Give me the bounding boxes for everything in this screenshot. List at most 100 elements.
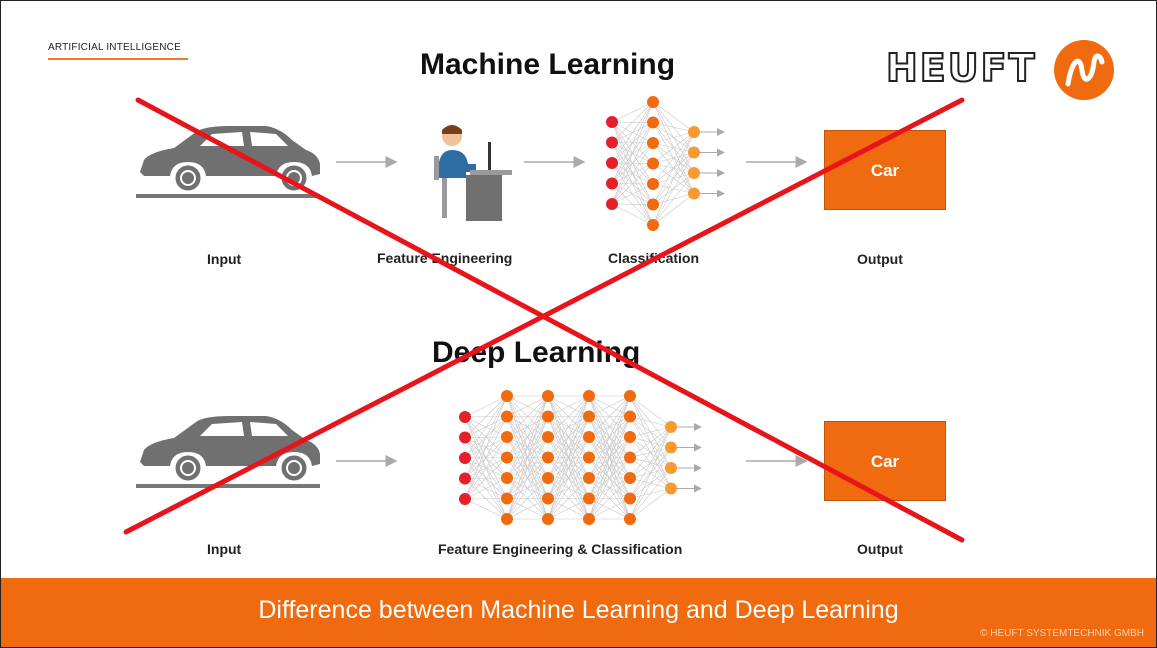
dl-connection xyxy=(464,498,508,500)
dl-connection xyxy=(547,395,590,458)
dl-connection xyxy=(506,395,549,438)
dl-connection xyxy=(506,457,549,520)
dl-node xyxy=(542,451,554,464)
dl-node xyxy=(501,390,513,402)
dl-connection xyxy=(629,426,672,499)
ml-connection xyxy=(652,101,695,133)
dl-connection xyxy=(588,395,631,417)
ml-node xyxy=(606,177,618,190)
dl-connection xyxy=(547,395,590,438)
dl-neural-network xyxy=(459,390,702,525)
dl-connection xyxy=(547,416,590,520)
dl-connection xyxy=(506,395,549,417)
dl-node xyxy=(624,390,636,402)
dl-connection xyxy=(547,436,590,520)
machine-learning-title: Machine Learning xyxy=(420,48,676,81)
ml-input-label: Input xyxy=(207,251,242,267)
ml-node xyxy=(688,167,700,179)
dl-feature-classification-label: Feature Engineering & Classification xyxy=(438,541,683,557)
ml-connection xyxy=(652,122,695,133)
ml-connection xyxy=(611,101,654,123)
dl-node xyxy=(501,513,513,525)
footer-title: Difference between Machine Learning and … xyxy=(258,596,899,624)
dl-node xyxy=(624,451,636,464)
dl-node xyxy=(542,410,554,423)
ml-node xyxy=(647,157,659,170)
ml-connection xyxy=(611,101,654,184)
dl-connection xyxy=(588,436,631,520)
ml-connection xyxy=(652,131,695,226)
dl-connection xyxy=(506,395,549,458)
dl-connection xyxy=(506,395,549,499)
dl-connection xyxy=(506,395,549,520)
ml-node xyxy=(647,219,659,231)
dl-connection xyxy=(464,395,508,438)
dl-connection xyxy=(588,395,631,499)
dl-connection xyxy=(629,467,672,520)
dl-output-box: Car xyxy=(824,421,946,501)
dl-node xyxy=(501,451,513,464)
ml-node xyxy=(688,126,700,138)
ml-node xyxy=(647,137,659,149)
dl-node xyxy=(501,472,513,484)
dl-node xyxy=(665,482,677,495)
ml-output-label: Output xyxy=(857,251,903,267)
logo-mark-icon xyxy=(1054,40,1114,100)
dl-connection xyxy=(588,477,631,520)
dl-connection xyxy=(547,477,590,520)
dl-connection xyxy=(464,416,508,500)
dl-output-label: Output xyxy=(857,541,903,557)
ml-connection xyxy=(652,152,695,226)
dl-connection xyxy=(629,426,672,520)
dl-connection xyxy=(629,395,672,428)
dl-connection xyxy=(464,477,508,500)
dl-connection xyxy=(629,426,672,458)
dl-connection xyxy=(464,395,508,479)
dl-connection xyxy=(506,477,549,520)
dl-node xyxy=(624,513,636,525)
ml-connection xyxy=(611,101,654,164)
ml-node xyxy=(688,146,700,159)
dl-connection xyxy=(547,457,590,520)
ml-node xyxy=(688,187,700,200)
dl-node xyxy=(542,390,554,402)
dl-node xyxy=(501,492,513,505)
dl-node xyxy=(624,431,636,443)
dl-connection xyxy=(588,395,631,479)
dl-node xyxy=(583,431,595,443)
footer-bar: Difference between Machine Learning and … xyxy=(1,578,1156,647)
dl-node xyxy=(624,410,636,423)
dl-output-value: Car xyxy=(870,452,900,471)
cross-line-1 xyxy=(135,97,965,543)
dl-node xyxy=(459,493,471,505)
dl-node xyxy=(583,390,595,402)
dl-node xyxy=(501,410,513,423)
dl-connection xyxy=(629,447,672,520)
dl-node xyxy=(665,441,677,454)
dl-connection xyxy=(588,416,631,520)
dl-connection xyxy=(464,457,508,500)
dl-connection xyxy=(464,498,508,520)
dl-node xyxy=(665,462,677,474)
dl-node xyxy=(583,410,595,423)
ml-connection xyxy=(652,193,695,226)
dl-connection xyxy=(629,426,672,438)
dl-connection xyxy=(464,395,508,500)
dl-connection xyxy=(547,395,590,499)
dl-node xyxy=(459,452,471,464)
ml-node xyxy=(606,136,618,149)
ml-node xyxy=(647,116,659,129)
dl-node xyxy=(542,431,554,443)
dl-node xyxy=(583,451,595,464)
dl-connection xyxy=(547,395,590,479)
ml-connection xyxy=(611,203,654,205)
ml-connection xyxy=(611,183,654,205)
dl-connection xyxy=(588,395,631,458)
dl-node xyxy=(459,431,471,444)
ml-feature-label: Feature Engineering xyxy=(377,250,513,266)
dl-node xyxy=(459,411,471,423)
engineer-icon xyxy=(434,125,512,221)
ml-node xyxy=(606,116,618,128)
dl-node xyxy=(459,472,471,485)
